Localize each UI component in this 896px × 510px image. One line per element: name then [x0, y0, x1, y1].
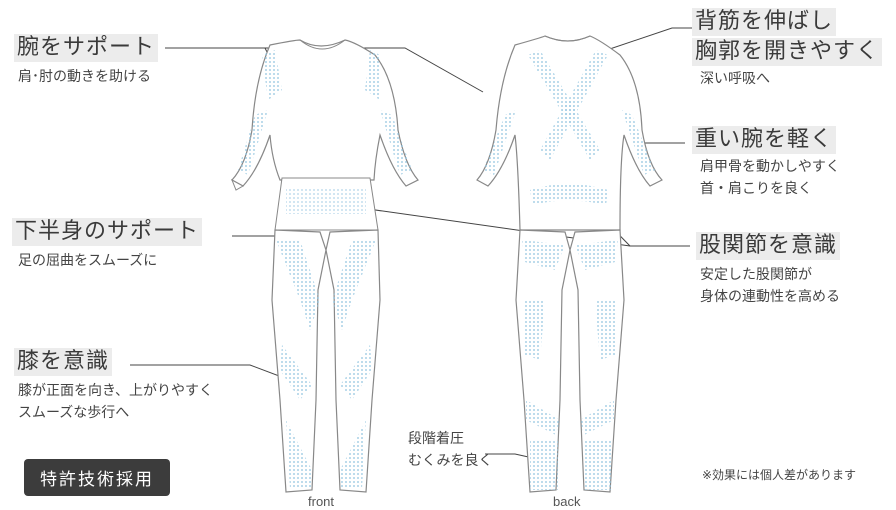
label-light-arm-title: 重い腕を軽く [692, 126, 837, 154]
caption-back: back [553, 494, 581, 509]
label-lower-support-desc: 足の屈曲をスムーズに [18, 253, 158, 269]
label-back-stretch-line2: 胸郭を開きやすく [692, 38, 883, 66]
label-compression-line1: 段階着圧 [408, 431, 464, 447]
label-hip-joint-title: 股関節を意識 [696, 232, 841, 260]
label-knee-title: 膝を意識 [14, 348, 113, 376]
label-arm-support-desc: 肩･肘の動きを助ける [18, 69, 151, 85]
label-arm-support-title: 腕をサポート [14, 34, 159, 62]
caption-front: front [308, 494, 335, 509]
label-knee-desc2: スムーズな歩行へ [18, 405, 130, 421]
label-hip-joint-desc2: 身体の連動性を高める [700, 289, 840, 305]
front-figure [231, 39, 419, 493]
back-figure [476, 35, 663, 493]
label-hip-joint-desc1: 安定した股関節が [700, 267, 812, 283]
label-compression-line2: むくみを良く [408, 453, 493, 469]
footnote: ※効果には個人差があります [702, 468, 857, 482]
label-knee-desc1: 膝が正面を向き、上がりやすく [18, 383, 214, 399]
label-back-stretch-desc: 深い呼吸へ [700, 71, 770, 87]
label-light-arm-desc1: 肩甲骨を動かしやすく [700, 159, 840, 175]
label-light-arm-desc2: 首・肩こりを良く [700, 181, 812, 197]
patent-badge: 特許技術採用 [24, 459, 170, 496]
label-back-stretch-line1: 背筋を伸ばし [692, 8, 837, 36]
label-lower-support-title: 下半身のサポート [12, 218, 203, 246]
